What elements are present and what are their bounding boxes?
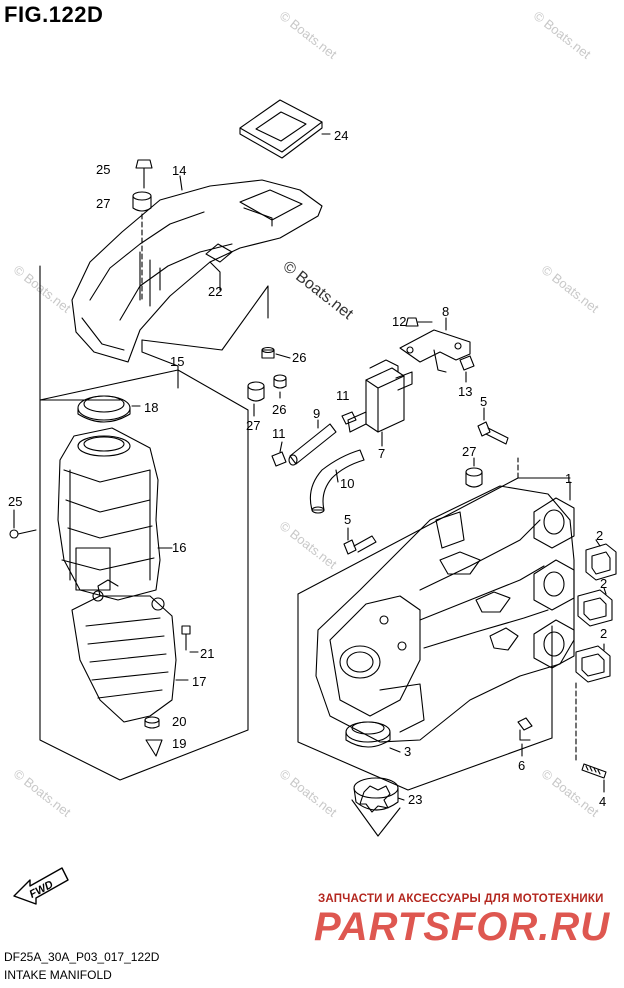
part-5-bolt-middle xyxy=(343,535,377,555)
fwd-label: FWD xyxy=(28,879,56,901)
callout-17: 17 xyxy=(192,674,206,689)
figure-code: DF25A_30A_P03_017_122D xyxy=(4,950,160,964)
part-27-grommet-right xyxy=(465,467,483,488)
callout-27: 27 xyxy=(462,444,476,459)
callout-24: 24 xyxy=(334,128,348,143)
part-3-seal xyxy=(345,721,391,748)
part-18-ring xyxy=(77,395,131,423)
part-26-grommet-center xyxy=(273,374,287,389)
part-27-grommet-top xyxy=(132,191,152,212)
callout-19: 19 xyxy=(172,736,186,751)
part-24-gasket xyxy=(239,99,323,159)
callout-13: 13 xyxy=(458,384,472,399)
part-26-grommet-upper xyxy=(261,346,275,359)
part-12-bolt xyxy=(405,317,433,327)
part-16-silencer-case xyxy=(57,427,161,601)
part-6-nut xyxy=(517,717,533,741)
part-25-screw-left xyxy=(9,509,37,539)
callout-25: 25 xyxy=(8,494,22,509)
figure-name: INTAKE MANIFOLD xyxy=(4,968,112,982)
callout-6: 6 xyxy=(518,758,525,773)
part-19-filter xyxy=(145,739,163,757)
callout-1: 1 xyxy=(565,471,572,486)
watermark-shop-tagline: ЗАПЧАСТИ И АКСЕССУАРЫ ДЛЯ МОТОТЕХНИКИ xyxy=(318,893,604,905)
callout-12: 12 xyxy=(392,314,406,329)
callout-26: 26 xyxy=(292,350,306,365)
group-box-manifold xyxy=(297,457,571,791)
part-14-silencer-cover xyxy=(71,179,323,363)
callout-2: 2 xyxy=(596,528,603,543)
callout-18: 18 xyxy=(144,400,158,415)
callout-4: 4 xyxy=(599,794,606,809)
callout-23: 23 xyxy=(408,792,422,807)
part-2-gasket-c xyxy=(575,645,611,683)
callout-3: 3 xyxy=(404,744,411,759)
callout-5: 5 xyxy=(480,394,487,409)
callout-26: 26 xyxy=(272,402,286,417)
callout-25: 25 xyxy=(96,162,110,177)
part-17-duct xyxy=(71,579,177,723)
callout-27: 27 xyxy=(246,418,260,433)
part-9-hose xyxy=(288,423,337,466)
part-8-bracket xyxy=(399,329,471,373)
callout-15: 15 xyxy=(170,354,184,369)
watermark-shop-brand: PARTSFOR.RU xyxy=(314,905,611,949)
callout-7: 7 xyxy=(378,446,385,461)
part-5-bolt-upper xyxy=(477,421,509,445)
part-27-grommet-center xyxy=(247,381,265,402)
callout-2: 2 xyxy=(600,626,607,641)
part-7-valve xyxy=(347,359,413,433)
callout-8: 8 xyxy=(442,304,449,319)
part-2-gasket-a xyxy=(585,543,617,581)
part-25-screw-top xyxy=(135,159,153,189)
callout-14: 14 xyxy=(172,163,186,178)
group-box-15 xyxy=(39,339,249,781)
callout-22: 22 xyxy=(208,284,222,299)
part-10-hose xyxy=(309,449,365,514)
callout-11: 11 xyxy=(272,426,286,441)
part-11-clip-b xyxy=(271,451,287,467)
callout-5: 5 xyxy=(344,512,351,527)
callout-27: 27 xyxy=(96,196,110,211)
figure-title: FIG.122D xyxy=(4,2,104,27)
callout-20: 20 xyxy=(172,714,186,729)
callout-2: 2 xyxy=(600,576,607,591)
part-11-clip-a xyxy=(341,411,357,425)
part-13-nut xyxy=(459,355,475,371)
fwd-arrow-icon xyxy=(13,867,69,905)
part-1-intake-manifold xyxy=(315,485,575,743)
callout-16: 16 xyxy=(172,540,186,555)
part-20-clip xyxy=(144,716,160,729)
part-21-screw xyxy=(181,625,199,653)
callout-10: 10 xyxy=(340,476,354,491)
callout-21: 21 xyxy=(200,646,214,661)
part-2-gasket-b xyxy=(577,589,613,627)
callout-9: 9 xyxy=(313,406,320,421)
part-23-valve xyxy=(353,777,399,813)
callout-11: 11 xyxy=(336,388,350,403)
part-4-stud xyxy=(581,763,607,779)
